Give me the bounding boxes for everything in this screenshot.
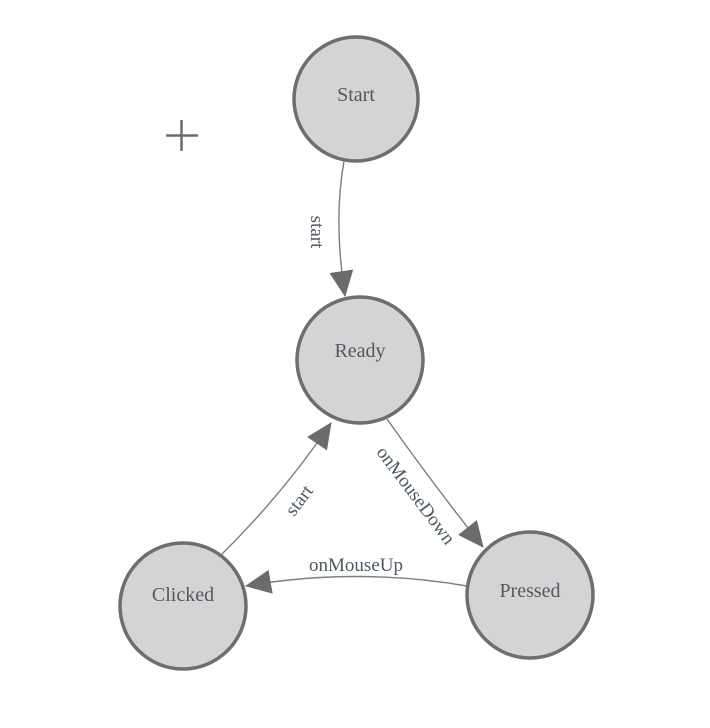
edge-label: start (306, 216, 327, 249)
state-node-clicked[interactable]: Clicked (118, 541, 248, 671)
state-node-ready[interactable]: Ready (295, 295, 425, 425)
transition-edge-clicked-to-ready[interactable]: start (220, 422, 332, 556)
node-label: Start (337, 84, 375, 106)
transition-edge-start-to-ready[interactable]: start (306, 160, 354, 297)
edge-label: onMouseUp (309, 555, 403, 576)
transition-edge-pressed-to-clicked[interactable]: onMouseUp (245, 555, 468, 594)
state-node-pressed[interactable]: Pressed (465, 530, 595, 660)
plus-icon[interactable] (166, 120, 198, 151)
edge-label: start (281, 481, 318, 520)
node-label: Pressed (499, 580, 560, 602)
state-node-start[interactable]: Start (292, 35, 420, 163)
node-label: Clicked (152, 584, 214, 606)
node-label: Ready (334, 340, 385, 362)
transition-edge-ready-to-pressed[interactable]: onMouseDown (372, 418, 484, 549)
